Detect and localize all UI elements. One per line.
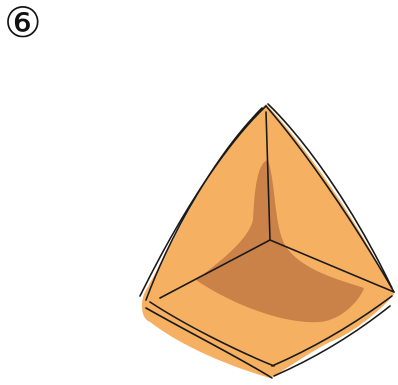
folded-paper-pyramid-icon — [0, 0, 398, 385]
